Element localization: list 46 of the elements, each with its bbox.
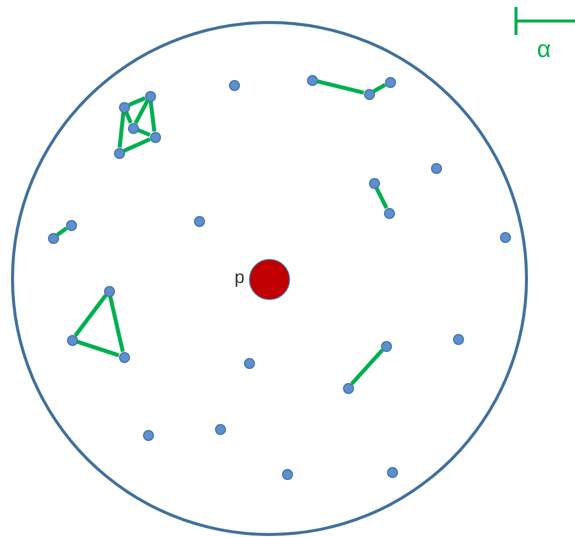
connector-line bbox=[74, 294, 108, 337]
connector-line bbox=[108, 296, 125, 352]
point-dot bbox=[452, 334, 464, 344]
point-dot bbox=[114, 148, 124, 158]
point-dot bbox=[386, 466, 398, 478]
point-dot bbox=[214, 424, 226, 434]
connector-line bbox=[123, 137, 151, 153]
connector-line bbox=[137, 128, 151, 137]
point-dot bbox=[364, 88, 374, 100]
point-dot bbox=[384, 76, 396, 88]
point-dot bbox=[48, 232, 58, 244]
point-dot bbox=[66, 220, 76, 230]
connector-line bbox=[148, 101, 156, 132]
point-dot bbox=[104, 286, 114, 296]
point-label: p bbox=[234, 267, 244, 288]
point-dot bbox=[282, 468, 292, 480]
point-dot bbox=[306, 74, 318, 86]
point-dot bbox=[144, 90, 156, 102]
point-dot bbox=[380, 340, 392, 352]
connector-line bbox=[118, 112, 126, 148]
point-dot bbox=[384, 208, 394, 218]
point-dot bbox=[118, 102, 130, 112]
point-dot bbox=[118, 352, 130, 362]
center-point bbox=[248, 258, 290, 300]
connector-line bbox=[374, 187, 388, 209]
connector-line bbox=[76, 340, 120, 358]
point-dot bbox=[368, 178, 380, 188]
dimension-label: α bbox=[537, 36, 551, 64]
connector-line bbox=[128, 96, 146, 107]
connector-line bbox=[134, 100, 150, 124]
connector-line bbox=[56, 226, 68, 236]
point-dot bbox=[128, 122, 138, 134]
point-dot bbox=[150, 132, 160, 142]
point-dot bbox=[244, 358, 254, 368]
connector-line bbox=[350, 348, 384, 386]
point-dot bbox=[66, 334, 78, 346]
point-dot bbox=[142, 430, 154, 440]
boundary-circle bbox=[10, 20, 528, 536]
connector-line bbox=[124, 111, 133, 124]
point-dot bbox=[430, 162, 442, 174]
point-dot bbox=[228, 80, 240, 90]
point-dot bbox=[194, 216, 204, 226]
connector-line bbox=[316, 79, 364, 95]
point-dot bbox=[342, 382, 354, 394]
point-dot bbox=[500, 232, 510, 242]
connector-line bbox=[372, 83, 386, 93]
